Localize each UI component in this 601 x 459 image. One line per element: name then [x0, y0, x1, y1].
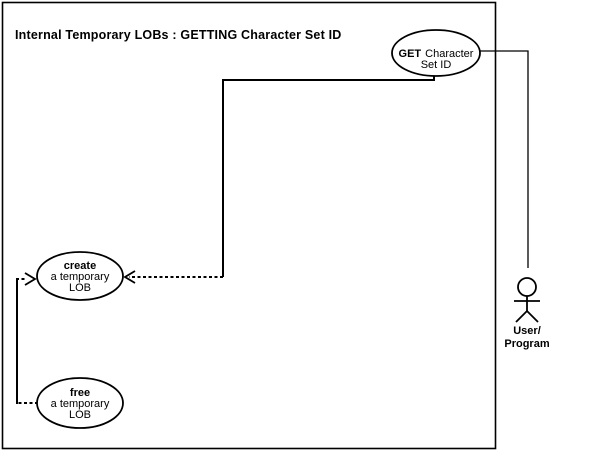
system-boundary-box [1, 1, 497, 450]
usecase-free-temporary-lob [36, 377, 124, 429]
actor-label-line2: Program [504, 338, 549, 350]
diagram-title: Internal Temporary LOBs : GETTING Charac… [15, 28, 342, 42]
usecase-create-temporary-lob [36, 251, 124, 301]
actor-head [517, 277, 537, 297]
usecase-create-label-line2: a temporary [51, 271, 110, 283]
connector-get-to-actor [478, 50, 529, 268]
arrowhead-into-create-right [123, 270, 136, 284]
usecase-get-label-rest: Character [425, 48, 474, 60]
usecase-get-label-line2: Set ID [421, 59, 452, 71]
arrowhead-into-create-left [24, 272, 37, 286]
usecase-free-label-line2: a temporary [51, 398, 110, 410]
actor-label-line1: User/ [513, 325, 541, 337]
actor-icon [514, 277, 540, 323]
usecase-create-label-line3: LOB [69, 282, 91, 294]
usecase-get-character-set-id [391, 29, 481, 77]
usecase-get-label-bold: GET [399, 48, 422, 60]
usecase-free-label-line1: free [70, 387, 90, 399]
usecase-create-label-line1: create [64, 260, 96, 272]
connector-get-to-create-solid [222, 76, 435, 277]
usecase-free-label-line3: LOB [69, 409, 91, 421]
actor-right-leg [526, 310, 539, 323]
actor-left-leg [515, 310, 528, 323]
